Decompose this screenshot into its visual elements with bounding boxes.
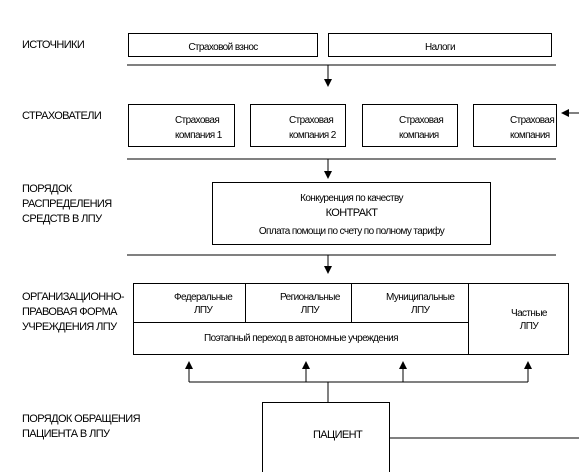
row-label-org-form: ОРГАНИЗАЦИОННО- ПРАВОВАЯ ФОРМА УЧРЕЖДЕНИ… <box>22 291 125 333</box>
source-taxes-box: Налоги <box>328 33 552 57</box>
insurance-company-1: Страховая компания 1 <box>128 104 235 147</box>
patient-box: ПАЦИЕНТ <box>262 402 390 472</box>
distribution-box: Конкуренция по качеству КОНТРАКТ Оплата … <box>212 182 491 245</box>
cell-divider <box>245 284 246 322</box>
cell-divider <box>134 322 468 323</box>
insurance-company-4: Страховая компания <box>473 104 557 147</box>
federal-label: Федеральные ЛПУ <box>174 292 233 316</box>
competition-label: Конкуренция по качеству <box>300 193 403 204</box>
row-label-sources: ИСТОЧНИКИ <box>22 39 85 51</box>
transition-label: Поэтапный переход в автономные учреждени… <box>204 333 398 344</box>
payment-label: Оплата помощи по счету по полному тарифу <box>258 226 445 237</box>
row-label-insurers: СТРАХОВАТЕЛИ <box>22 110 102 122</box>
regional-label: Региональные ЛПУ <box>280 292 340 316</box>
source-insurance-box: Страховой взнос <box>128 33 318 57</box>
source-insurance-label: Страховой взнос <box>188 42 258 53</box>
private-facilities-box: Частные ЛПУ <box>468 283 569 355</box>
private-label: Частные ЛПУ <box>511 308 547 332</box>
patient-label: ПАЦИЕНТ <box>313 429 363 441</box>
contract-label: КОНТРАКТ <box>325 207 378 219</box>
row-label-patient-access: ПОРЯДОК ОБРАЩЕНИЯ ПАЦИЕНТА В ЛПУ <box>22 413 141 440</box>
insurance-company-3: Страховая компания <box>362 104 458 147</box>
cell-divider <box>351 284 352 322</box>
public-facilities-box: Федеральные ЛПУ Региональные ЛПУ Муницип… <box>133 283 469 355</box>
row-label-distribution: ПОРЯДОК РАСПРЕДЕЛЕНИЯ СРЕДСТВ В ЛПУ <box>22 183 112 225</box>
source-taxes-label: Налоги <box>425 42 456 53</box>
insurance-company-2: Страховая компания 2 <box>250 104 346 147</box>
municipal-label: Муниципальные ЛПУ <box>386 292 455 316</box>
